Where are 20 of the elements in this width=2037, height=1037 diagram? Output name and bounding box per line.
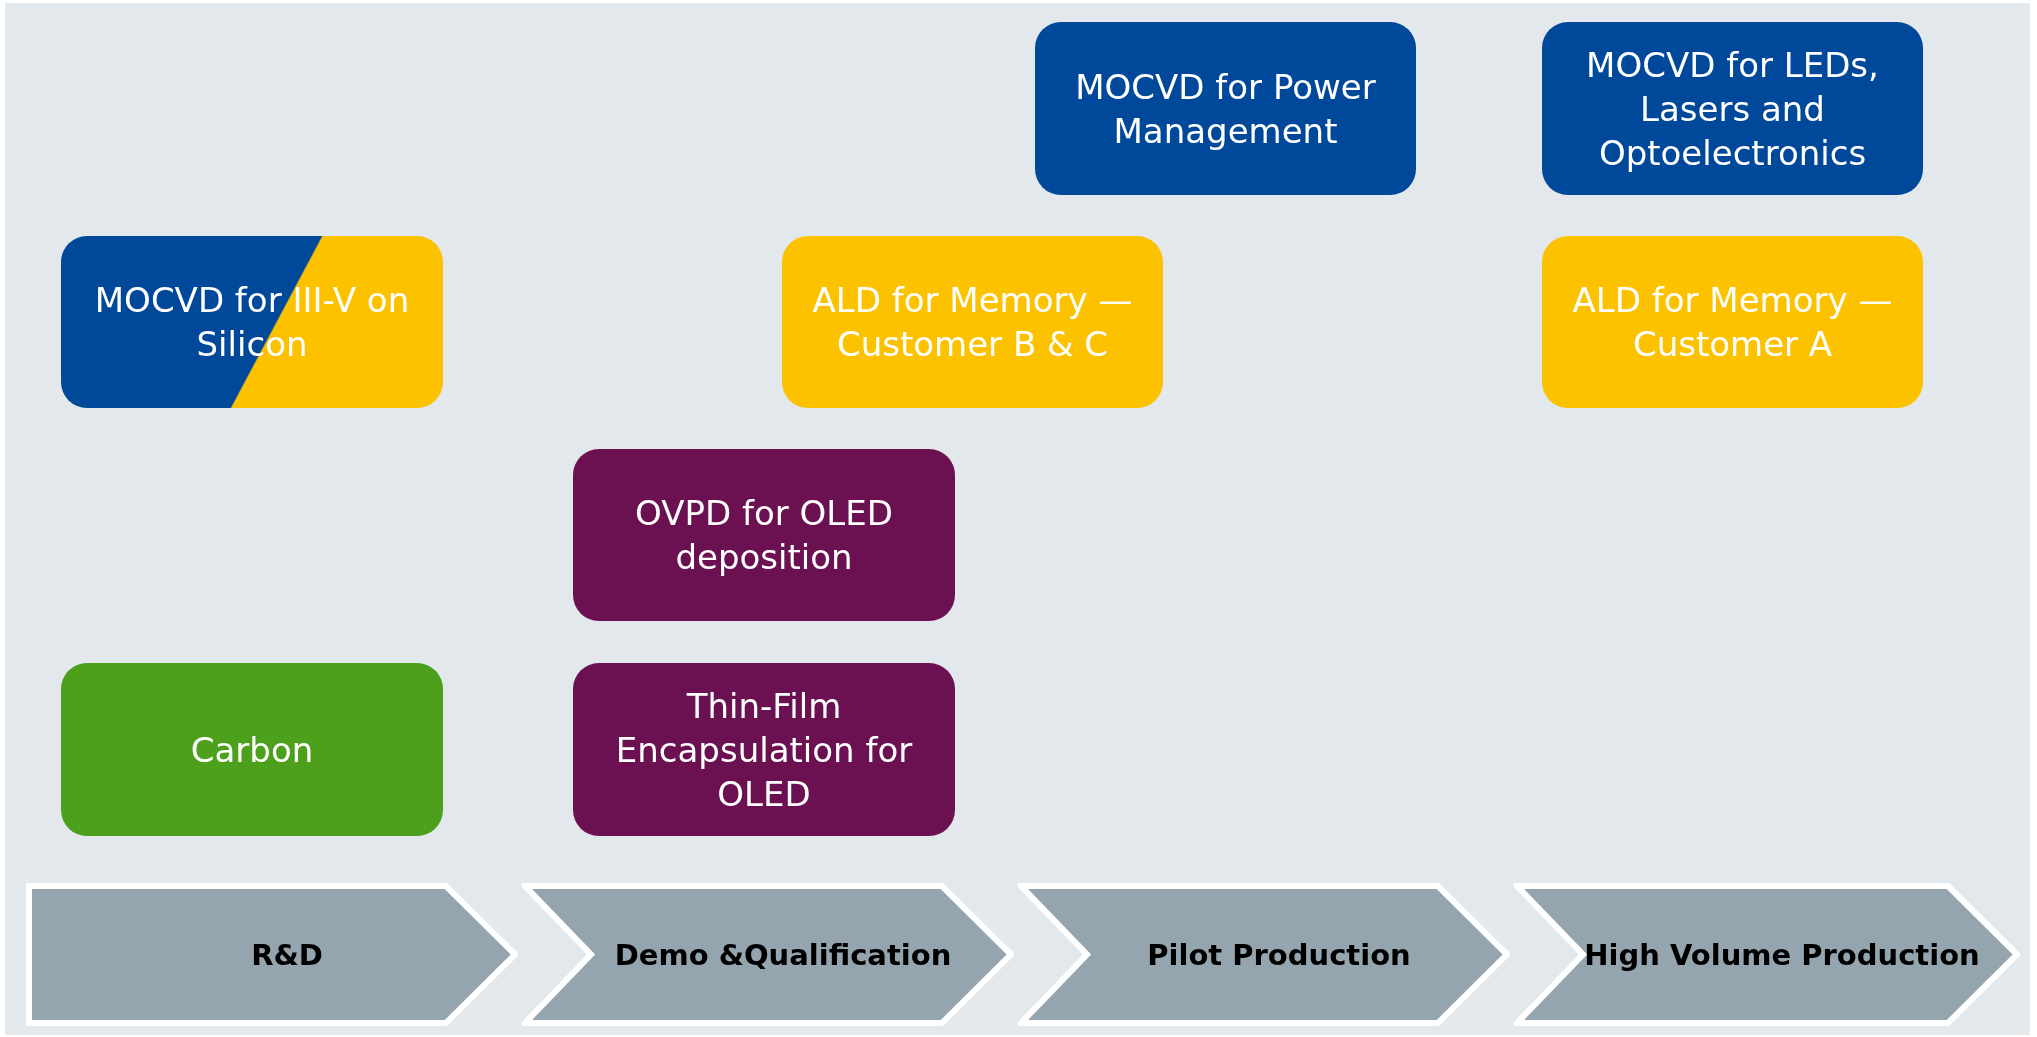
box-label: ALD for Memory — Customer A: [1571, 279, 1894, 366]
box-label: OVPD for OLED deposition: [634, 492, 894, 579]
box-label: ALD for Memory — Customer B & C: [811, 279, 1134, 366]
technology-box: [1035, 22, 1416, 195]
stage-label: Demo &Qualification: [613, 937, 952, 972]
technology-box: [61, 663, 443, 836]
technology-box: [1542, 22, 1923, 195]
stage-label: Pilot Production: [1146, 937, 1411, 972]
box-label: MOCVD for Power Management: [1074, 65, 1377, 153]
process-stage: [26, 883, 518, 1026]
technology-box: [1542, 236, 1923, 408]
box-label: MOCVD for LEDs, Lasers and Optoelectronics: [1585, 43, 1880, 175]
box-label: Thin-Film Encapsulation for OLED: [614, 684, 914, 816]
technology-box: [573, 663, 955, 836]
stage-label: R&D: [250, 937, 323, 972]
technology-box: [61, 236, 443, 408]
technology-box: [573, 449, 955, 621]
technology-box: [782, 236, 1163, 408]
stage-label: High Volume Production: [1583, 937, 1980, 972]
box-label: Carbon: [190, 728, 314, 772]
